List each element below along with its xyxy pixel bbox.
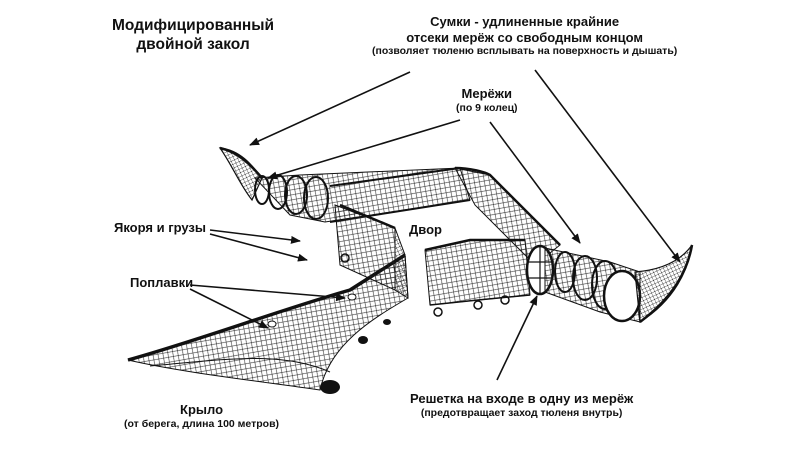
title-line-1: Модифицированный <box>112 17 275 34</box>
floats-label: Поплавки <box>130 275 193 291</box>
fyke-nets-label-main: Мерёжи <box>461 86 512 101</box>
fyke-nets-label: Мерёжи (по 9 колец) <box>456 86 518 114</box>
yard-label: Двор <box>409 220 442 239</box>
wing-label-main: Крыло <box>180 402 224 417</box>
leader-arrows <box>189 69 681 381</box>
title-line-2: двойной закол <box>136 36 250 54</box>
bags-label: Сумки - удлиненные крайние отсеки мерёж … <box>372 14 677 58</box>
diagram-title: Модифицированный двойной закол <box>112 16 274 55</box>
bags-label-line-1: Сумки - удлиненные крайние <box>430 14 620 29</box>
bags-label-line-2: отсеки мерёж со свободным концом <box>406 29 644 45</box>
right-bag <box>634 244 694 324</box>
yard-enclosure <box>334 203 531 317</box>
bags-label-note: (позволяет тюленю всплывать на поверхнос… <box>372 45 678 58</box>
anchors-label-text: Якоря и грузы <box>114 220 206 235</box>
yard-label-text: Двор <box>409 222 442 237</box>
grate-label: Решетка на входе в одну из мерёж (предот… <box>410 391 633 419</box>
right-fyke-net <box>544 247 642 323</box>
grate-label-main: Решетка на входе в одну из мерёж <box>410 391 634 406</box>
floats-label-text: Поплавки <box>130 275 194 290</box>
wing-label-note: (от берега, длина 100 метров) <box>124 417 280 430</box>
left-bag <box>218 146 263 202</box>
anchors-label: Якоря и грузы <box>114 220 206 236</box>
wing-label: Крыло (от берега, длина 100 метров) <box>124 402 279 430</box>
grate-label-note: (предотвращает заход тюленя внутрь) <box>420 406 623 419</box>
fyke-nets-label-note: (по 9 колец) <box>456 101 518 114</box>
